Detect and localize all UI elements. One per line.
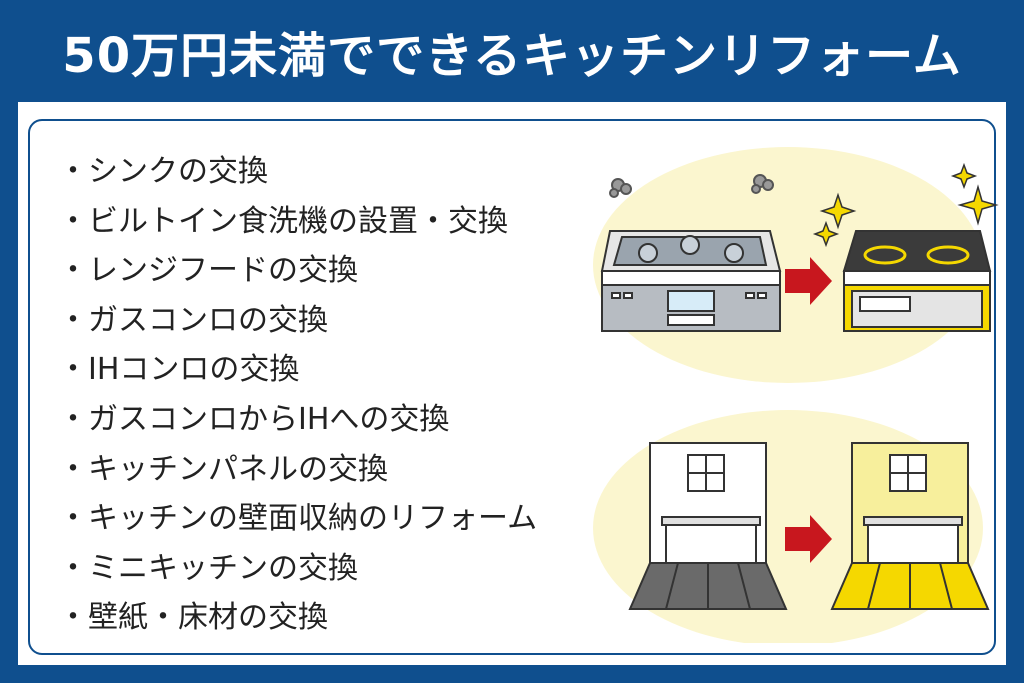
header-bar: 50万円未満でできるキッチンリフォーム bbox=[0, 0, 1024, 102]
arrow-right-icon bbox=[785, 257, 832, 305]
kitchen-room-icon bbox=[830, 442, 990, 610]
page-title: 50万円未満でできるキッチンリフォーム bbox=[62, 28, 962, 84]
list-item: ・ガスコンロの交換 bbox=[58, 302, 328, 338]
content-card: ・シンクの交換 ・ビルトイン食洗機の設置・交換 ・レンジフードの交換 ・ガスコン… bbox=[28, 119, 999, 655]
sparkle-icon bbox=[812, 162, 999, 248]
ih-cooktop-icon bbox=[842, 230, 992, 332]
gas-stove-icon bbox=[600, 230, 782, 332]
list-item: ・IHコンロの交換 bbox=[58, 352, 300, 388]
list-item: ・シンクの交換 bbox=[58, 154, 268, 189]
list-item: ・ガスコンロからIHへの交換 bbox=[58, 401, 450, 437]
reform-illustration bbox=[593, 147, 999, 643]
arrow-right-icon bbox=[785, 515, 832, 563]
kitchen-room-icon bbox=[628, 442, 788, 610]
list-item: ・ビルトイン食洗機の設置・交換 bbox=[58, 203, 508, 239]
list-item: ・キッチンパネルの交換 bbox=[58, 451, 388, 487]
list-item: ・キッチンの壁面収納のリフォーム bbox=[58, 501, 538, 537]
smoke-icon bbox=[609, 174, 774, 198]
list-item: ・ミニキッチンの交換 bbox=[58, 550, 358, 586]
content-panel: ・シンクの交換 ・ビルトイン食洗機の設置・交換 ・レンジフードの交換 ・ガスコン… bbox=[18, 102, 1006, 665]
list-item: ・壁紙・床材の交換 bbox=[58, 600, 328, 636]
list-item: ・レンジフードの交換 bbox=[58, 253, 358, 289]
reform-list: ・シンクの交換 ・ビルトイン食洗機の設置・交換 ・レンジフードの交換 ・ガスコン… bbox=[58, 147, 537, 643]
